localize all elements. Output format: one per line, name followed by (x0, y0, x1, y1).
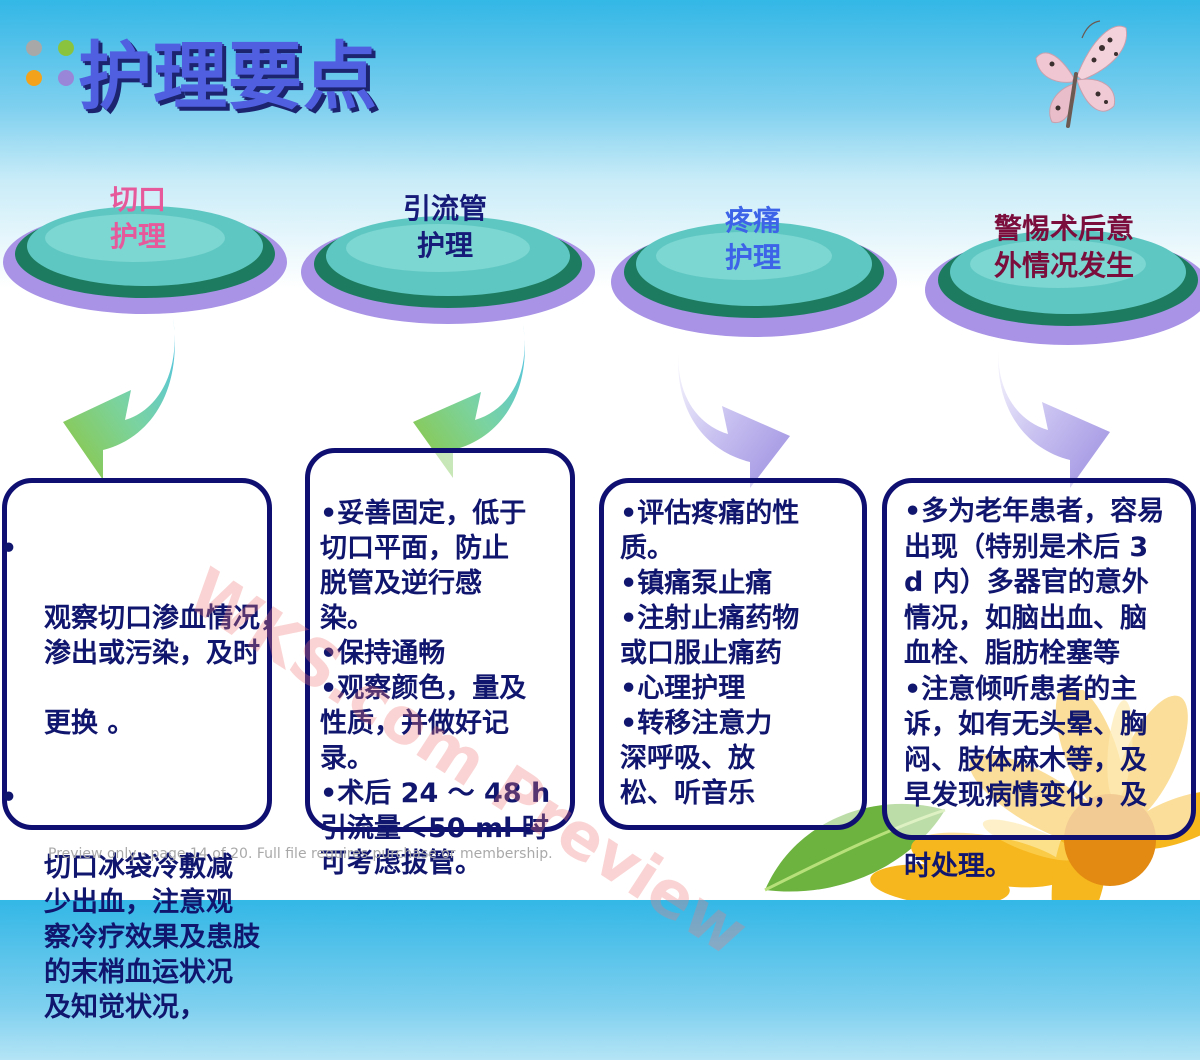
box-drainage-text: •妥善固定，低于 切口平面，防止 脱管及逆行感 染。 •保持通畅 •观察颜色，量… (320, 498, 551, 879)
slide: 护理要点 切口 护理 引流管 (0, 20, 1200, 1023)
category-label-line1: 引流管 (402, 192, 487, 225)
category-pill-complications: 警惕术后意 外情况发生 (922, 200, 1200, 350)
bullet-text-1: 观察切口渗血情况， 渗出或污染，及时 更换 。 (44, 603, 287, 739)
slide-title: 护理要点 (78, 34, 378, 120)
category-label-line2: 护理 (416, 229, 473, 262)
content-box-incision (2, 478, 272, 830)
category-label-line1: 疼痛 (724, 204, 781, 237)
bullet-item-2: • 切口冰袋冷敷减 少出血，注意观 察冷疗效果及患肢 的末梢血运状况 及知觉状况… (0, 780, 320, 1025)
category-pill-incision: 切口 护理 (0, 178, 290, 318)
content-box-drainage (305, 448, 575, 832)
bullet-item-1: • 观察切口渗血情况， 渗出或污染，及时 更换 。 (0, 531, 320, 741)
pill-shape (611, 222, 897, 337)
curved-arrow-left-2 (413, 324, 525, 478)
curved-arrow-right-2 (998, 334, 1110, 488)
decor-dot-purple (58, 70, 74, 86)
curved-arrow-left-1 (63, 318, 175, 480)
category-label-line2: 护理 (109, 220, 166, 253)
category-label-line2: 外情况发生 (993, 249, 1134, 282)
preview-footer-note: Preview only - page 14 of 20. Full file … (48, 846, 553, 862)
content-box-pain (599, 478, 867, 830)
bullet-text-2: 切口冰袋冷敷减 少出血，注意观 察冷疗效果及患肢 的末梢血运状况 及知觉状况， (44, 852, 260, 1023)
decor-dot-orange (26, 70, 42, 86)
box-incision-text: • 观察切口渗血情况， 渗出或污染，及时 更换 。 • 切口冰袋冷敷减 少出血，… (0, 496, 320, 1060)
butterfly-icon (1035, 20, 1128, 128)
pill-shape (925, 230, 1200, 345)
category-label-line1: 切口 (109, 183, 166, 216)
curved-arrow-right-1 (678, 338, 790, 488)
bullet-dot-icon: • (0, 533, 18, 564)
box-pain-text: •评估疼痛的性 质。 •镇痛泵止痛 •注射止痛药物 或口服止痛药 •心理护理 •… (620, 498, 800, 809)
category-label-line2: 护理 (724, 241, 781, 274)
category-pill-drainage: 引流管 护理 (298, 188, 598, 328)
pill-shape (301, 216, 595, 324)
category-label-line1: 警惕术后意 (993, 212, 1134, 245)
category-pill-pain: 疼痛 护理 (608, 192, 900, 342)
decor-dot-gray (26, 40, 42, 56)
content-box-complications (882, 478, 1196, 840)
bullet-dot-icon: • (0, 782, 18, 813)
pill-shape (3, 206, 287, 314)
decor-dot-green (58, 40, 74, 56)
box-complications-text: •多为老年患者，容易 出现（特别是术后 3 d 内）多器官的意外 情况，如脑出血… (904, 496, 1165, 882)
